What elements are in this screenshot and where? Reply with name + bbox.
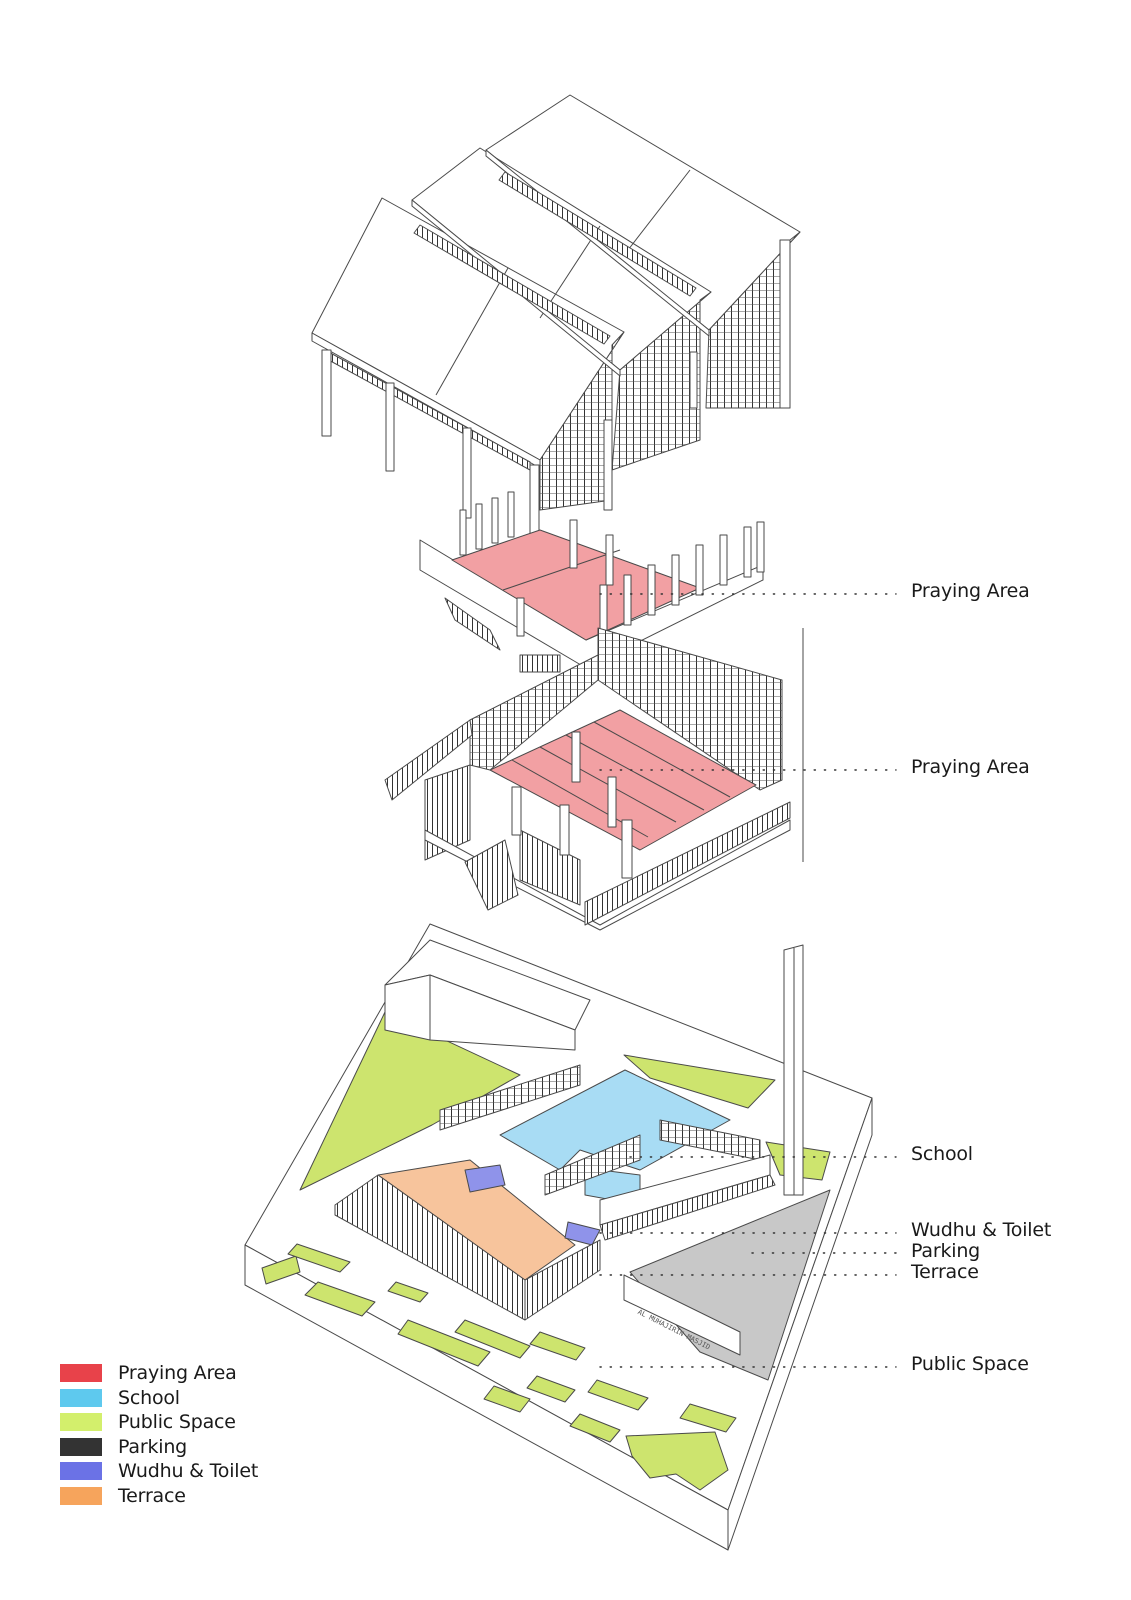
legend-swatch-parking bbox=[60, 1437, 102, 1456]
ground-level bbox=[244, 923, 873, 1551]
sign-wall bbox=[623, 1274, 741, 1356]
legend-swatch-wudhu-toilet bbox=[60, 1462, 102, 1481]
legend-label-parking: Parking bbox=[118, 1435, 188, 1458]
callout-terrace: Terrace bbox=[911, 1261, 979, 1283]
roof-middle-gable bbox=[611, 291, 712, 471]
legend-swatch-praying-area bbox=[60, 1364, 102, 1382]
legend-swatch-school bbox=[60, 1388, 102, 1407]
legend-label-school: School bbox=[118, 1386, 180, 1409]
legend-label-praying-area: Praying Area bbox=[118, 1362, 237, 1384]
legend-swatch-public-space bbox=[60, 1413, 102, 1432]
legend-label-public-space: Public Space bbox=[118, 1411, 236, 1434]
callout-praying-area-upper: Praying Area bbox=[911, 580, 1030, 602]
wudhu-toilet-area-a bbox=[464, 1164, 506, 1193]
callout-leaders bbox=[599, 593, 897, 1368]
roof-structure bbox=[311, 94, 801, 561]
callout-school: School bbox=[911, 1143, 973, 1165]
main-praying-level bbox=[384, 627, 804, 931]
callout-wudhu-toilet: Wudhu & Toilet bbox=[911, 1219, 1052, 1241]
public-space-strip bbox=[623, 1054, 776, 1109]
callout-parking: Parking bbox=[911, 1240, 981, 1262]
callout-praying-area-main: Praying Area bbox=[911, 756, 1030, 778]
legend-swatch-terrace bbox=[60, 1486, 102, 1505]
upper-praying-level bbox=[419, 491, 765, 673]
legend-label-wudhu-toilet: Wudhu & Toilet bbox=[118, 1460, 259, 1483]
legend-label-terrace: Terrace bbox=[118, 1484, 186, 1507]
callout-public-space: Public Space bbox=[911, 1353, 1029, 1375]
public-space-patches bbox=[261, 1243, 737, 1491]
public-space-lawn-left bbox=[299, 1011, 521, 1191]
upper-parapet-posts bbox=[459, 491, 765, 637]
main-praying-area bbox=[489, 709, 757, 851]
